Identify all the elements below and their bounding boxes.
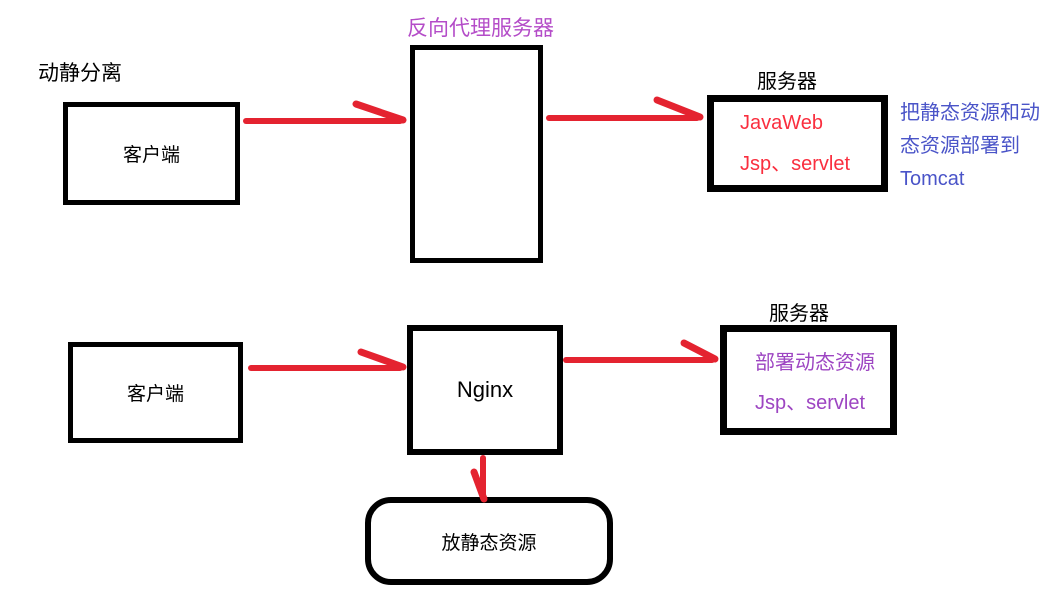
reverse-proxy-title: 反向代理服务器 [407, 17, 554, 40]
arrow-client-to-proxy [243, 100, 407, 124]
note-line-1: 把静态资源和动 [900, 102, 1040, 124]
top-server-label: 服务器 [757, 71, 817, 93]
static-resources-label: 放静态资源 [441, 532, 537, 554]
bottom-server-box: 部署动态资源 Jsp、servlet [720, 325, 897, 435]
note-line-3: Tomcat [900, 168, 965, 190]
arrow-nginx-to-server [563, 339, 719, 363]
nginx-box: Nginx [407, 325, 563, 455]
top-client-label: 客户端 [122, 145, 180, 166]
section-title: 动静分离 [38, 62, 122, 85]
arrow-nginx-to-static [470, 455, 488, 503]
bottom-jsp-servlet-line: Jsp、servlet [755, 391, 866, 414]
deploy-dynamic-line: 部署动态资源 [755, 351, 875, 374]
nginx-label: Nginx [456, 377, 514, 402]
note-line-2: 态资源部署到 [900, 135, 1020, 157]
bottom-client-label: 客户端 [126, 384, 184, 405]
bottom-client-box: 客户端 [68, 342, 243, 443]
bottom-server-label: 服务器 [769, 303, 829, 325]
arrow-client-to-nginx [248, 348, 407, 371]
reverse-proxy-box [410, 45, 543, 263]
javaweb-line: JavaWeb [740, 111, 824, 134]
top-server-box: JavaWeb Jsp、servlet [707, 95, 888, 192]
arrow-proxy-to-server [546, 96, 704, 121]
tomcat-note: 把静态资源和动 态资源部署到 Tomcat [900, 97, 1048, 196]
static-resources-box: 放静态资源 [365, 497, 613, 585]
jsp-servlet-line: Jsp、servlet [740, 152, 851, 175]
top-client-box: 客户端 [63, 102, 240, 205]
